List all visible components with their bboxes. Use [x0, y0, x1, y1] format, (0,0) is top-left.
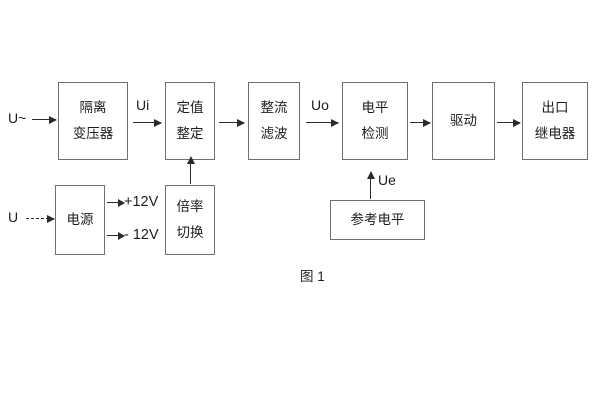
block-rectify-filter: 整流 滤波 [248, 82, 300, 160]
block-drive: 驱动 [432, 82, 495, 160]
dc-input-label: U [8, 209, 19, 225]
figure-caption: 图 1 [300, 269, 325, 284]
block-setpoint-setting-line1: 定值 [176, 100, 204, 116]
arrow-power-rail-positive [107, 199, 125, 207]
block-isolation-transformer: 隔离 变压器 [58, 82, 128, 160]
block-level-detection-line1: 电平 [361, 100, 389, 116]
arrow-rectify-filter-to-level-detection [306, 118, 339, 127]
block-isolation-transformer-line2: 变压器 [72, 125, 114, 141]
block-level-detection-line2: 检测 [361, 125, 389, 141]
block-setpoint-setting: 定值 整定 [165, 82, 215, 160]
block-reference-level: 参考电平 [330, 200, 425, 240]
block-multiplier-switch-line2: 切换 [176, 224, 204, 240]
arrow-level-detection-to-drive [410, 118, 431, 127]
signal-label-ue: Ue [378, 172, 396, 188]
block-rectify-filter-line2: 滤波 [260, 125, 288, 141]
signal-label-uo: Uo [311, 97, 329, 113]
arrow-drive-to-output-relay [497, 118, 521, 127]
arrow-power-rail-negative [107, 232, 125, 240]
block-rectify-filter-line1: 整流 [260, 100, 288, 116]
block-power-supply-line1: 电源 [66, 211, 94, 227]
block-level-detection: 电平 检测 [342, 82, 408, 160]
block-reference-level-line1: 参考电平 [350, 211, 405, 227]
arrow-ac-input-to-isolation-transformer [32, 115, 57, 124]
ac-input-label: U~ [8, 110, 27, 126]
power-rail-negative-label: - 12V [124, 227, 159, 243]
arrow-multiplier-switch-to-setpoint [187, 156, 195, 184]
arrow-setpoint-to-rectify-filter [219, 118, 245, 127]
power-rail-positive-label: +12V [124, 194, 159, 210]
block-output-relay: 出口 继电器 [522, 82, 588, 160]
block-setpoint-setting-line2: 整定 [176, 125, 204, 141]
block-multiplier-switch: 倍率 切换 [165, 185, 215, 255]
block-drive-line1: 驱动 [450, 112, 477, 128]
block-output-relay-line2: 继电器 [534, 125, 576, 141]
signal-label-ui: Ui [136, 97, 150, 113]
arrow-reference-level-to-level-detection [367, 171, 375, 199]
arrow-dc-input-to-power-supply [26, 214, 55, 223]
arrow-isolation-transformer-to-setpoint [133, 118, 162, 127]
block-power-supply: 电源 [55, 185, 105, 255]
block-output-relay-line1: 出口 [541, 100, 569, 116]
block-isolation-transformer-line1: 隔离 [79, 100, 107, 116]
block-multiplier-switch-line1: 倍率 [176, 199, 204, 215]
